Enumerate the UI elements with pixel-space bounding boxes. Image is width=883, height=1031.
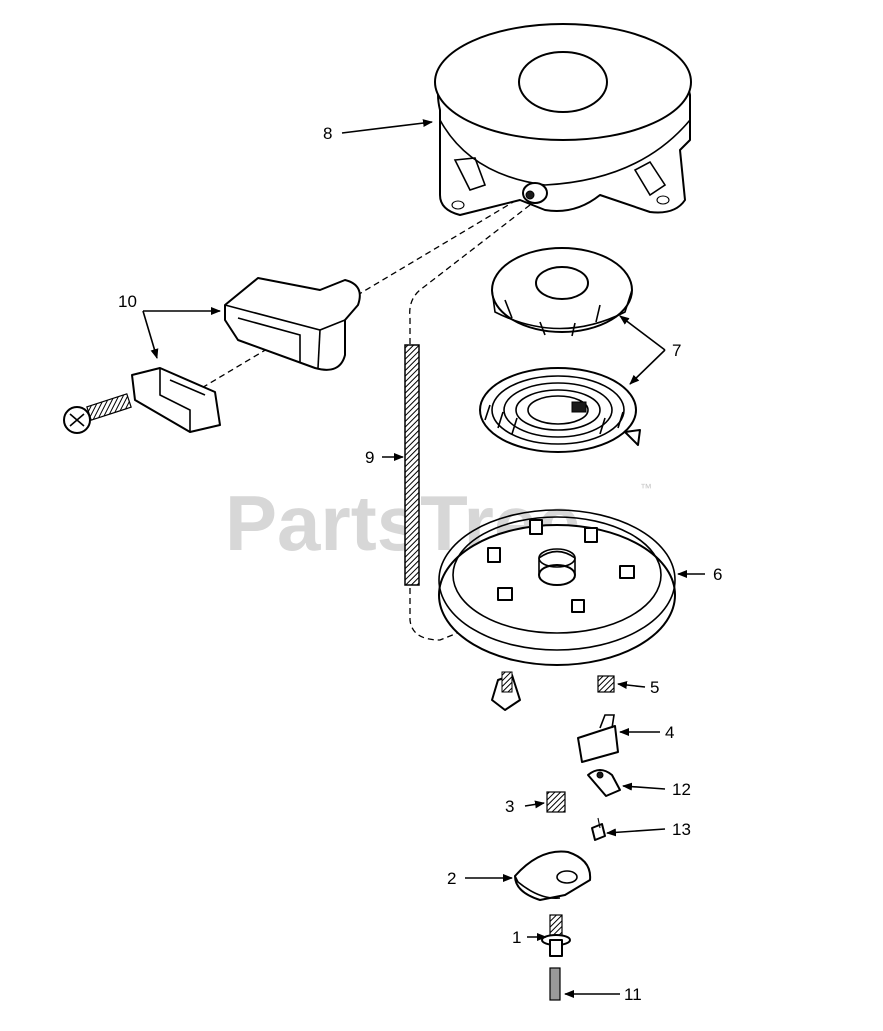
retainer-plate (514, 850, 592, 901)
pawl (577, 714, 619, 763)
callout-10: 10 (118, 292, 137, 311)
callout-4: 4 (665, 723, 674, 742)
hub-fastener (491, 671, 521, 711)
recoil-spring (479, 367, 641, 453)
callout-7: 7 (672, 341, 681, 360)
callout-5: 5 (650, 678, 659, 697)
brake-spring (546, 791, 566, 813)
starter-housing (434, 23, 692, 216)
callout-labels: 8 10 7 9 6 5 4 12 3 13 2 1 11 (118, 124, 722, 1004)
callout-13: 13 (672, 820, 691, 839)
shoulder-screw (541, 914, 571, 957)
leader-lines (142, 119, 705, 998)
watermark-trademark: ™ (640, 481, 652, 495)
callout-3: 3 (505, 797, 514, 816)
starter-handle (224, 277, 361, 371)
callout-9: 9 (365, 448, 374, 467)
small-pin (591, 817, 606, 841)
handle-screw (63, 393, 132, 434)
callout-11: 11 (624, 985, 642, 1004)
callout-1: 1 (512, 928, 521, 947)
callout-2: 2 (447, 869, 456, 888)
rope-pulley (438, 509, 676, 666)
handle-insert (131, 367, 221, 433)
pawl-spring-small (597, 675, 615, 693)
callout-6: 6 (713, 565, 722, 584)
roll-pin (549, 967, 561, 1001)
spring-cover (491, 247, 633, 337)
callout-12: 12 (672, 780, 691, 799)
starter-rope (404, 344, 420, 586)
pawl-washer (587, 769, 621, 797)
callout-8: 8 (323, 124, 332, 143)
